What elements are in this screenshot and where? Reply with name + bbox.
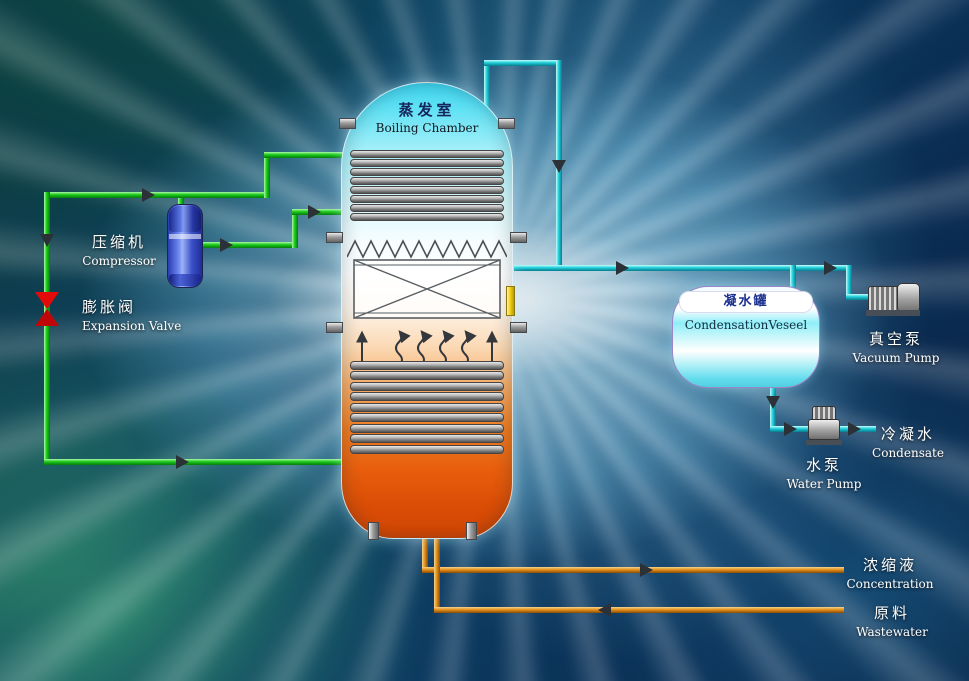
boiling-chamber-vessel: 蒸发室 Boiling Chamber xyxy=(341,82,513,539)
pipe-vapor xyxy=(846,265,852,297)
nozzle-flange xyxy=(326,322,343,333)
bottom-nozzle xyxy=(368,522,379,540)
pipe-refrigerant xyxy=(264,152,270,198)
pipe-refrigerant xyxy=(264,152,344,158)
water-pump-label: 水泵 Water Pump xyxy=(786,456,862,491)
pipe-refrigerant xyxy=(44,192,270,198)
pipe-vapor xyxy=(484,60,562,66)
pipe-refrigerant xyxy=(200,242,292,248)
zigzag-spray-line xyxy=(347,239,507,259)
flow-arrow-right xyxy=(640,563,653,577)
flow-arrow-right xyxy=(616,261,629,275)
nozzle-flange xyxy=(510,232,527,243)
flow-arrow-down xyxy=(552,160,566,173)
pipe-refrigerant xyxy=(44,192,50,465)
pipe-concentration xyxy=(422,567,844,573)
nozzle-flange xyxy=(326,232,343,243)
nozzle-flange xyxy=(510,322,527,333)
boiling-chamber-title-zh: 蒸发室 xyxy=(398,101,456,119)
flow-arrow-left xyxy=(598,603,611,617)
demister-xbox xyxy=(353,259,501,319)
flow-arrow-right xyxy=(848,422,861,436)
vacuum-pump-label: 真空泵 Vacuum Pump xyxy=(852,330,940,365)
nozzle-flange xyxy=(339,118,356,129)
flow-arrow-down xyxy=(766,396,780,409)
expansion-valve-icon xyxy=(35,292,59,326)
flow-arrow-right xyxy=(784,422,797,436)
pipe-refrigerant xyxy=(178,198,184,208)
pipe-wastewater xyxy=(434,528,440,613)
compressor-icon xyxy=(167,204,203,288)
pipe-refrigerant xyxy=(292,209,298,248)
steam-arrows xyxy=(356,330,498,366)
pipe-vapor xyxy=(556,265,852,271)
water-pump-icon xyxy=(806,406,842,446)
pipe-wastewater xyxy=(434,607,844,613)
flow-arrow-right xyxy=(308,205,321,219)
flow-arrow-right xyxy=(142,188,155,202)
nozzle-flange xyxy=(498,118,515,129)
pipe-vapor xyxy=(790,265,796,291)
concentration-label: 浓缩液 Concentration xyxy=(846,556,934,591)
flow-arrow-right xyxy=(824,261,837,275)
bottom-nozzle xyxy=(466,522,477,540)
pipe-vapor xyxy=(484,60,490,110)
top-heat-exchanger-coil xyxy=(348,149,506,222)
condensation-vessel-label-en: CondensationVeseel xyxy=(684,318,808,332)
level-gauge xyxy=(506,286,515,316)
vacuum-pump-icon xyxy=(866,280,920,316)
bottom-heat-exchanger-coil xyxy=(348,359,506,455)
pipe-concentration xyxy=(422,528,428,573)
wastewater-label: 原料 Wastewater xyxy=(856,604,928,639)
condensate-label: 冷凝水 Condensate xyxy=(872,425,944,460)
pipe-vapor xyxy=(514,265,562,271)
flow-arrow-right xyxy=(176,455,189,469)
pipe-refrigerant xyxy=(44,459,344,465)
condensation-vessel-label-zh: 凝水罐 xyxy=(679,291,813,313)
expansion-valve-label: 膨胀阀 Expansion Valve xyxy=(82,298,182,333)
condensation-vessel: 凝水罐 CondensationVeseel xyxy=(672,286,820,388)
flow-arrow-right xyxy=(220,238,233,252)
compressor-label: 压缩机 Compressor xyxy=(82,233,156,268)
boiling-chamber-title-en: Boiling Chamber xyxy=(375,121,479,135)
pipe-vapor xyxy=(846,294,872,300)
flow-arrow-down xyxy=(40,234,54,247)
